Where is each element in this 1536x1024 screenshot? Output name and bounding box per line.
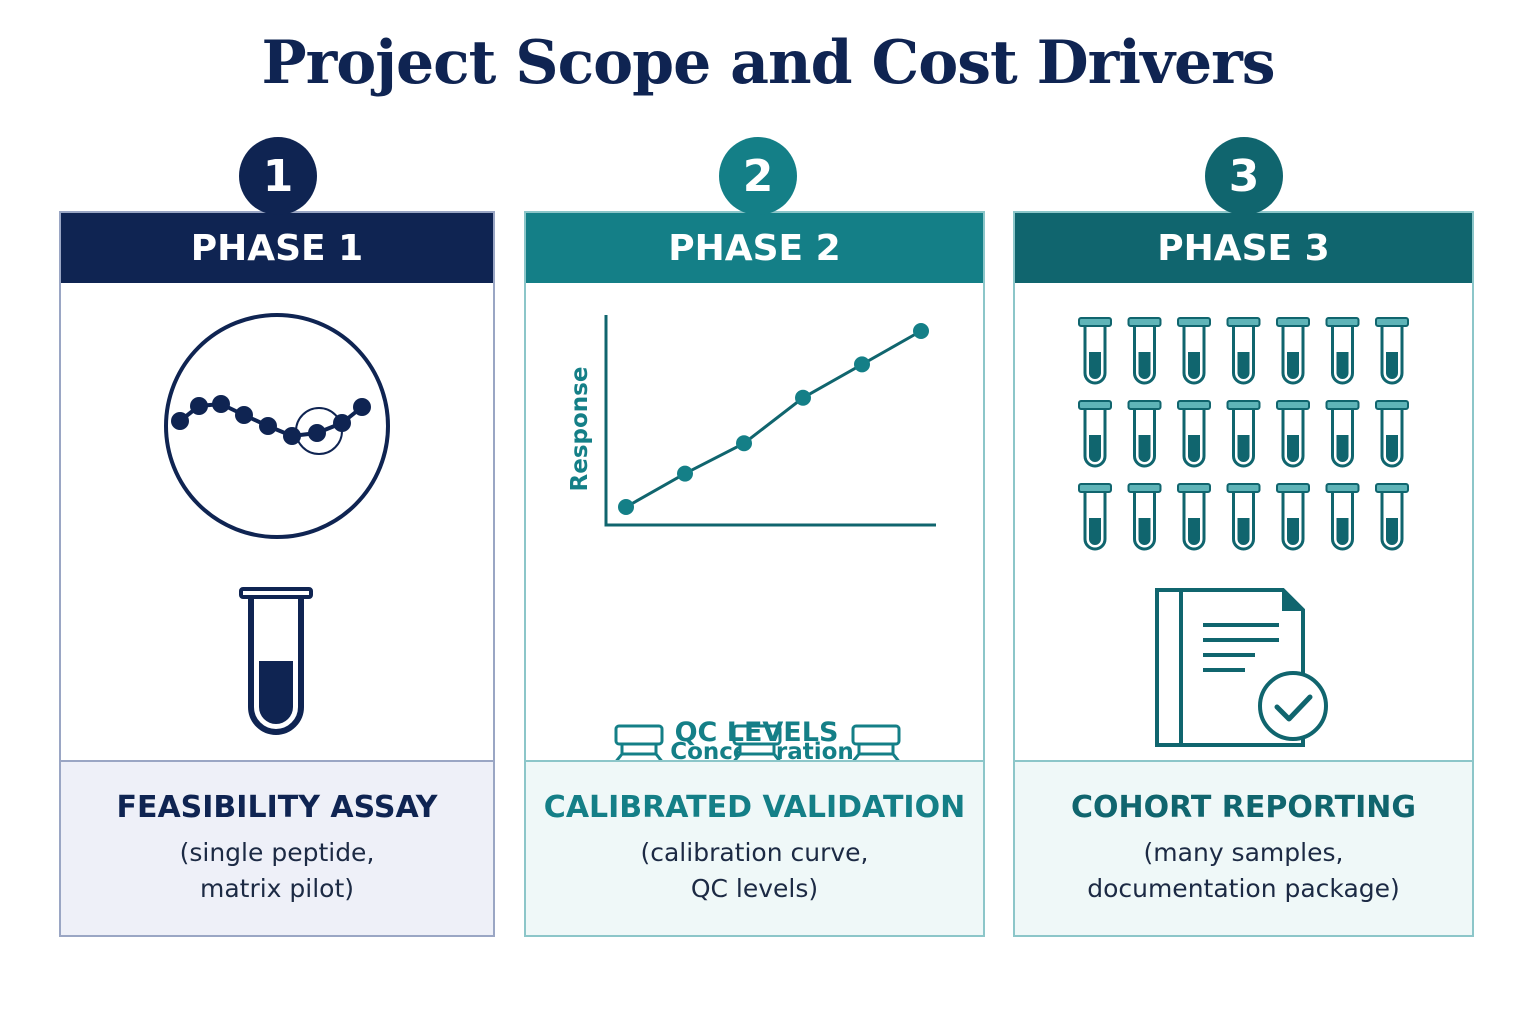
sample-tube xyxy=(1276,400,1310,468)
sample-tube xyxy=(1177,317,1211,385)
phase-2-name: CALIBRATED VALIDATION xyxy=(543,790,966,825)
qc-vial-icon xyxy=(614,724,901,760)
phase-3-description: (many samples, documentation package) xyxy=(1087,838,1400,903)
sample-tube xyxy=(1177,400,1211,468)
curve-point-4 xyxy=(795,389,811,406)
phase-2-footer: CALIBRATED VALIDATION (calibration curve… xyxy=(526,760,983,935)
sample-tube xyxy=(1375,483,1409,551)
sample-tube xyxy=(1325,317,1360,385)
phase-3-footer: COHORT REPORTING (many samples, document… xyxy=(1015,760,1472,935)
phase-3-number-badge: 3 xyxy=(1205,137,1283,215)
curve-point-3 xyxy=(736,435,752,452)
phase-1-card: PHASE 1 FEASIBILITY ASSAY (single peptid… xyxy=(59,211,495,937)
sample-tube xyxy=(1276,317,1310,385)
phase-2-illustration: Concentration Response xyxy=(567,315,936,760)
phase-2-description: (calibration curve, QC levels) xyxy=(640,838,869,903)
phase-1-illustration xyxy=(164,313,390,735)
phase-3-header: PHASE 3 xyxy=(1015,213,1472,283)
phase-2-header: PHASE 2 xyxy=(526,213,983,283)
curve-point-5 xyxy=(854,356,870,373)
sample-tube xyxy=(1226,400,1261,468)
qc-vial-2 xyxy=(732,724,782,760)
sample-tube xyxy=(1177,483,1211,551)
sample-tube xyxy=(1375,400,1409,468)
sample-tube xyxy=(1325,400,1360,468)
y-axis-label: Response xyxy=(567,367,593,492)
curve-point-2 xyxy=(677,465,693,482)
page-title: Project Scope and Cost Drivers xyxy=(261,28,1275,98)
calibration-curve-icon: Concentration Response xyxy=(567,315,936,760)
phase-1-number-badge: 1 xyxy=(239,137,317,215)
phase-1-header: PHASE 1 xyxy=(61,213,493,283)
qc-levels-label: QC LEVELS xyxy=(674,717,839,748)
phase-1-description: (single peptide, matrix pilot) xyxy=(179,838,375,903)
sample-tube xyxy=(1078,483,1112,551)
phase-3-name: COHORT REPORTING xyxy=(1071,790,1416,825)
sample-tube xyxy=(1127,317,1162,385)
sample-tube xyxy=(1078,400,1112,468)
sample-tube xyxy=(1276,483,1310,551)
sample-tube xyxy=(1078,317,1112,385)
phase-1-name: FEASIBILITY ASSAY xyxy=(116,790,438,825)
sample-tube xyxy=(1226,483,1261,551)
sample-tube-icon xyxy=(239,587,313,735)
phase-1-footer: FEASIBILITY ASSAY (single peptide, matri… xyxy=(61,760,493,935)
sample-tube xyxy=(1325,483,1360,551)
qc-vial-3 xyxy=(851,724,901,760)
curve-point-1 xyxy=(618,499,634,515)
sample-tube xyxy=(1127,400,1162,468)
curve-point-6 xyxy=(913,323,929,339)
sample-tube xyxy=(1375,317,1409,385)
phase-3-card: PHASE 3 COHORT REPORTING (many samples, … xyxy=(1013,211,1474,937)
phase-2-card: PHASE 2 Concentration Response QC LEVELS… xyxy=(524,211,985,937)
sample-tube xyxy=(1226,317,1261,385)
sample-tube-grid xyxy=(1078,317,1409,551)
document-check-icon xyxy=(1155,588,1328,747)
phase-3-illustration xyxy=(1078,317,1409,747)
peptide-chain-magnifier-icon xyxy=(164,313,390,539)
qc-vial-1 xyxy=(614,724,664,760)
sample-tube xyxy=(1127,483,1162,551)
phase-2-number-badge: 2 xyxy=(719,137,797,215)
